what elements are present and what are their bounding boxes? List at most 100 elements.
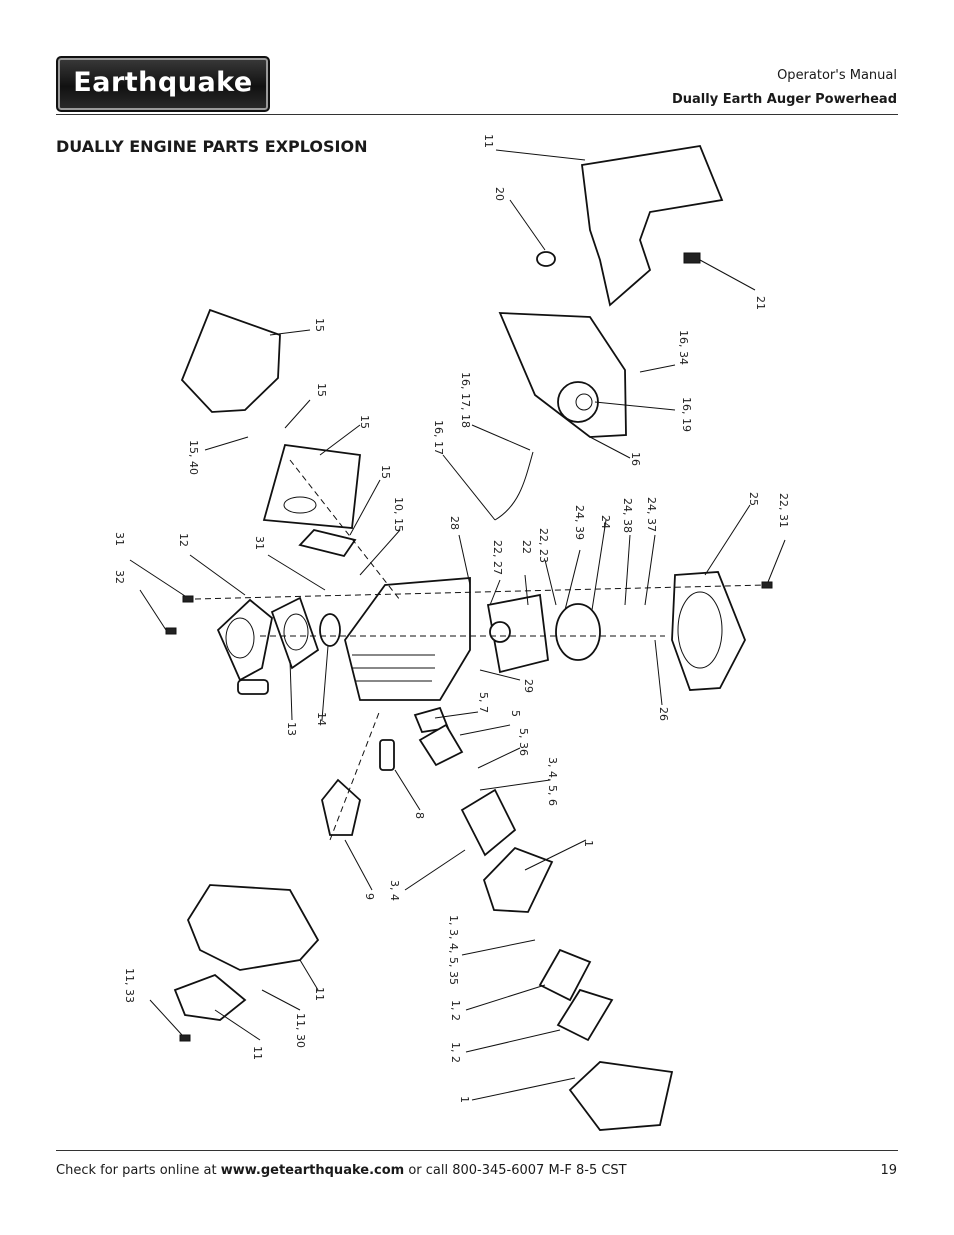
header-divider xyxy=(56,114,898,115)
callout-label: 9 xyxy=(363,893,376,900)
callout-label: 21 xyxy=(754,296,767,310)
top-shroud xyxy=(581,144,724,307)
base-plate xyxy=(173,973,247,1021)
air-filter-base xyxy=(482,846,554,913)
intake-gasket-hole xyxy=(283,613,309,651)
filter-element xyxy=(556,988,614,1042)
engine-block xyxy=(344,577,471,701)
bolt-32 xyxy=(165,627,177,635)
callout-label: 15 xyxy=(379,465,392,479)
callout-label: 15 xyxy=(315,383,328,397)
page-number: 19 xyxy=(880,1163,897,1178)
callout-label: 5 xyxy=(509,710,522,717)
callout-label: 11, 33 xyxy=(123,968,136,1003)
callout-label: 31 xyxy=(253,536,266,550)
fan-housing xyxy=(671,571,746,691)
ignition-coil xyxy=(321,778,361,836)
spark-plug xyxy=(379,739,395,771)
flywheel xyxy=(486,593,549,674)
carburetor-insulator xyxy=(418,723,464,767)
logo-text: Earthquake xyxy=(73,67,253,98)
diagram-parts xyxy=(165,144,773,1131)
lower-shroud xyxy=(186,884,320,971)
callout-label: 28 xyxy=(448,516,461,530)
callout-label: 22, 23 xyxy=(537,528,550,563)
bolt-11-33 xyxy=(179,1034,191,1042)
callout-label: 25 xyxy=(747,492,760,506)
product-name: Dually Earth Auger Powerhead xyxy=(671,92,897,107)
bolt-31 xyxy=(182,595,194,603)
clutch xyxy=(555,603,601,661)
callout-label: 16, 34 xyxy=(677,330,690,365)
callout-label: 10, 15 xyxy=(392,497,405,532)
footer-prefix: Check for parts online at xyxy=(56,1163,221,1178)
callout-label: 11, 30 xyxy=(294,1013,307,1048)
bolt-22-31 xyxy=(761,581,773,589)
footer-suffix: or call 800-345-6007 M-F 8-5 CST xyxy=(404,1163,627,1178)
callout-labels: 11 20 21 15 15 15 15, 40 15 10, 15 16, 1… xyxy=(113,134,790,1103)
engine-fins xyxy=(352,654,435,682)
callout-label: 1, 2 xyxy=(449,1042,462,1063)
reed-plate xyxy=(319,613,341,647)
callout-label: 15 xyxy=(358,415,371,429)
header-info: Operator's Manual Dually Earth Auger Pow… xyxy=(672,64,897,112)
callout-label: 8 xyxy=(413,812,426,819)
callout-label: 32 xyxy=(113,570,126,584)
callout-label: 29 xyxy=(522,679,535,693)
callout-label: 20 xyxy=(493,187,506,201)
callout-label: 13 xyxy=(285,722,298,736)
website-link[interactable]: www.getearthquake.com xyxy=(220,1163,405,1178)
intake-gasket xyxy=(270,596,320,670)
callout-label: 11 xyxy=(313,987,326,1001)
callout-label: 15, 40 xyxy=(187,440,200,475)
flywheel-hub xyxy=(489,621,511,643)
section-title: DUALLY ENGINE PARTS EXPLOSION xyxy=(56,137,368,156)
callout-label: 3, 4, 5, 6 xyxy=(546,757,559,806)
muffler-port xyxy=(283,496,317,514)
fuel-line xyxy=(494,451,534,521)
callout-label: 16, 17, 18 xyxy=(459,372,472,428)
callout-label: 24, 39 xyxy=(573,505,586,540)
air-cover xyxy=(568,1061,674,1131)
callout-label: 24, 38 xyxy=(621,498,634,533)
callout-label: 16, 19 xyxy=(680,397,693,432)
callout-label: 24 xyxy=(599,515,612,529)
callout-label: 5, 36 xyxy=(517,728,530,756)
clip-part xyxy=(683,252,701,264)
callout-label: 22, 27 xyxy=(491,540,504,575)
callout-label: 5, 7 xyxy=(477,692,490,713)
leader-lines xyxy=(129,149,786,1101)
callout-label: 24, 37 xyxy=(645,497,658,532)
earthquake-logo: Earthquake xyxy=(56,56,270,112)
callout-label: 1, 2 xyxy=(449,1000,462,1021)
muffler-gasket xyxy=(298,529,357,558)
footer-divider xyxy=(56,1150,898,1151)
intake-tab xyxy=(237,679,269,695)
callout-label: 1 xyxy=(458,1096,471,1103)
recoil-pulley-inner xyxy=(575,393,593,411)
callout-label: 14 xyxy=(315,712,328,726)
assembly-lines xyxy=(194,459,766,841)
footer-contact: Check for parts online at www.getearthqu… xyxy=(56,1163,627,1178)
muffler-cover xyxy=(180,308,281,413)
callout-label: 26 xyxy=(657,707,670,721)
filter-screen xyxy=(538,948,592,1002)
callout-label: 15 xyxy=(313,318,326,332)
intake-manifold xyxy=(216,598,273,682)
callout-label: 3, 4 xyxy=(388,880,401,901)
callout-label: 22 xyxy=(520,540,533,554)
carburetor xyxy=(460,788,517,857)
manual-label: Operator's Manual xyxy=(777,68,897,83)
callout-label: 12 xyxy=(177,533,190,547)
recoil-housing xyxy=(498,312,627,438)
callout-label: 1 xyxy=(582,840,595,847)
knob-part xyxy=(536,251,556,267)
callout-label: 31 xyxy=(113,532,126,546)
muffler xyxy=(262,444,361,529)
fan-housing-opening xyxy=(677,591,723,669)
callout-label: 1, 3, 4, 5, 35 xyxy=(447,915,460,985)
callout-label: 11 xyxy=(251,1046,264,1060)
callout-label: 16 xyxy=(629,452,642,466)
callout-label: 16, 17 xyxy=(432,420,445,455)
